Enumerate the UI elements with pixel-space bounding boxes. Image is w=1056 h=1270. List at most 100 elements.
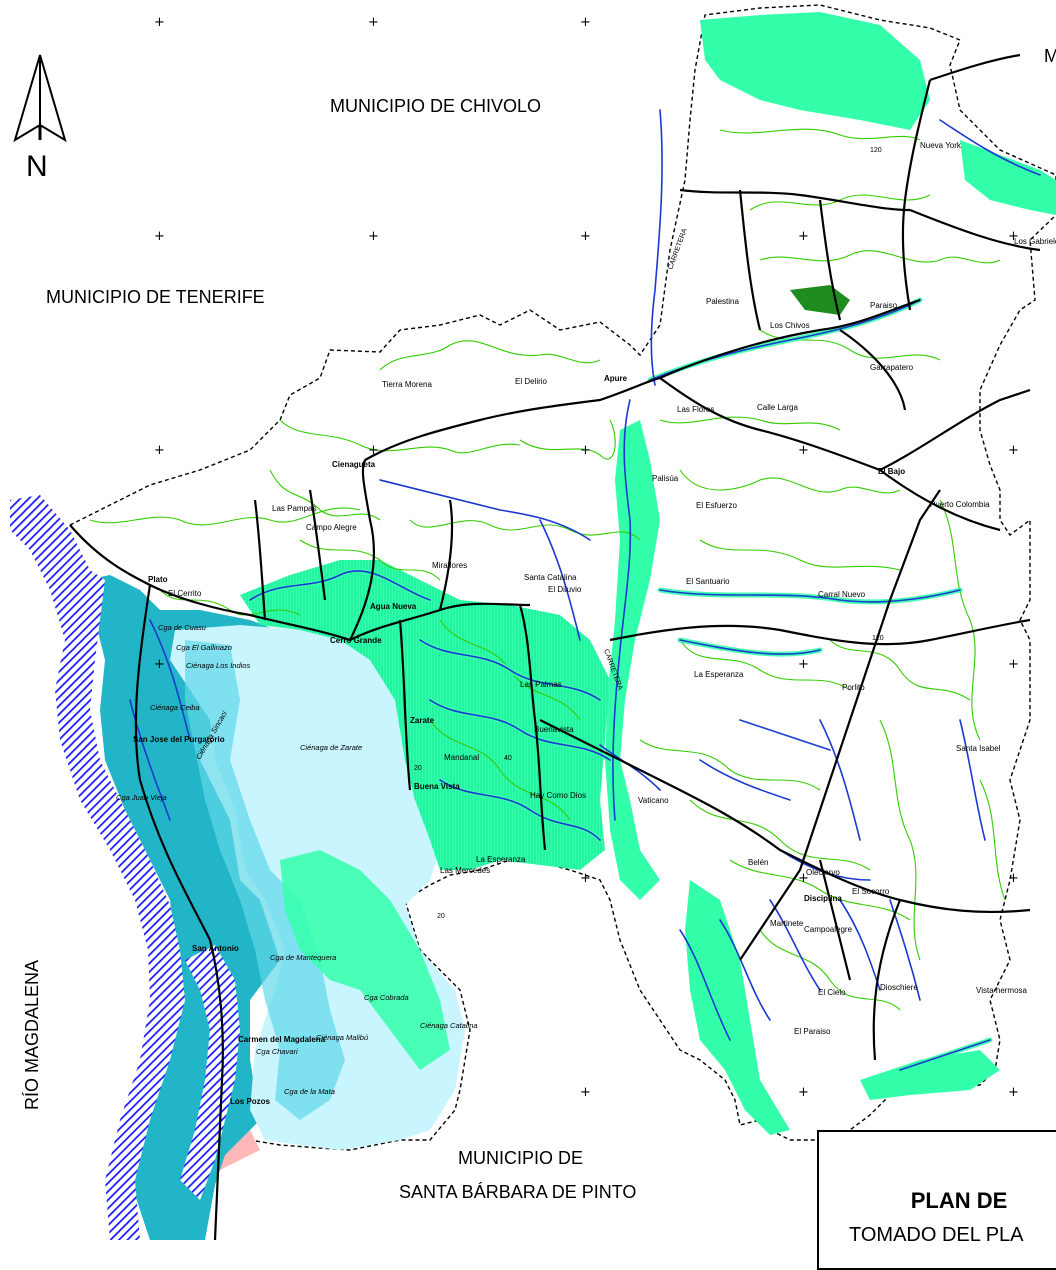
place-label: El Esfuerzo — [696, 501, 737, 510]
town-label: Disciplina — [804, 894, 842, 903]
wetland-dark-patch — [790, 285, 850, 315]
place-label: Garrapatero — [870, 363, 914, 372]
svg-text:+: + — [580, 15, 591, 30]
place-label: Nueva York — [920, 141, 962, 150]
town-labels: Apure Cienagueta El Bajo Plato Cerro Gra… — [133, 374, 905, 1106]
wetland-southeast — [685, 880, 790, 1135]
road-label: 120 — [870, 147, 882, 154]
rio-magdalena-label: RÍO MAGDALENA — [22, 959, 42, 1110]
svg-text:+: + — [368, 229, 379, 244]
place-label: Tierra Morena — [382, 380, 432, 389]
svg-text:+: + — [580, 229, 591, 244]
town-label: Carmen del Magdalena — [238, 1035, 326, 1044]
place-label: El Cerrito — [168, 589, 202, 598]
road-label: 120 — [872, 635, 884, 642]
place-label: Dioschiere — [880, 983, 918, 992]
svg-text:+: + — [1008, 871, 1019, 886]
svg-text:+: + — [798, 1085, 809, 1100]
place-label: Oleciervo — [806, 868, 840, 877]
rio-magdalena-east-branch — [180, 945, 240, 1200]
water-label: Ciénaga Malibú — [316, 1033, 369, 1042]
place-label: Las Palmas — [520, 680, 562, 689]
place-label: El Cielo — [818, 988, 846, 997]
place-label: La Esperanza — [476, 855, 526, 864]
roads — [69, 53, 1041, 1241]
place-label: Carral Nuevo — [818, 590, 866, 599]
water-label: Cga Chavari — [256, 1047, 298, 1056]
town-label: Los Pozos — [230, 1097, 271, 1106]
road-label: 40 — [504, 755, 512, 762]
place-label: El Santuario — [686, 577, 730, 586]
town-label: San Jose del Purgatorio — [133, 735, 225, 744]
place-label: Las Pampas — [272, 504, 316, 513]
place-label: Santa Isabel — [956, 744, 1001, 753]
place-label: Santa Catalina — [524, 573, 577, 582]
svg-text:+: + — [580, 443, 591, 458]
road-label: 20 — [414, 765, 422, 772]
place-label: Las Mercedes — [440, 866, 490, 875]
svg-text:+: + — [154, 443, 165, 458]
svg-text:+: + — [798, 871, 809, 886]
svg-text:+: + — [1008, 229, 1019, 244]
place-label: Las Flores — [677, 405, 714, 414]
svg-text:+: + — [798, 229, 809, 244]
wetland-north — [700, 12, 930, 130]
town-label: Zarate — [410, 716, 435, 725]
rio-magdalena-channel — [10, 495, 185, 1240]
place-label: Puerto Colombia — [930, 500, 990, 509]
municipio-tenerife-label: MUNICIPIO DE TENERIFE — [46, 287, 265, 307]
title-box: PLAN DE TOMADO DEL PLA — [817, 1130, 1056, 1270]
svg-text:+: + — [368, 443, 379, 458]
svg-text:+: + — [1008, 1085, 1019, 1100]
water-label: Ciénaga de Zarate — [300, 743, 362, 752]
title-subtitle: TOMADO DEL PLA — [849, 1224, 1024, 1246]
north-arrow-icon — [13, 54, 67, 143]
wetland-river-east — [605, 420, 660, 900]
water-label: Cga de Mantequera — [270, 953, 336, 962]
place-label: Vista hermosa — [976, 986, 1028, 995]
north-label: N — [26, 150, 48, 183]
water-label: Cga Cobrada — [364, 993, 409, 1002]
wetland-northeast — [960, 140, 1056, 215]
water-label: Ciénaga Catalina — [420, 1021, 478, 1030]
svg-text:+: + — [798, 657, 809, 672]
water-label: Cga El Gallinazo — [176, 643, 232, 652]
place-label: La Esperanza — [694, 670, 744, 679]
place-label: Palestina — [706, 297, 739, 306]
town-label: Cienagueta — [332, 460, 376, 469]
town-label: Plato — [148, 575, 168, 584]
svg-text:+: + — [368, 15, 379, 30]
contour-lines — [89, 128, 1006, 1011]
water-label: Cga Juan Vieja — [116, 793, 167, 802]
wetland-central — [240, 560, 610, 870]
place-label: Los Gabrieles — [1014, 237, 1056, 246]
place-label: Paraiso — [870, 301, 898, 310]
place-label: Belén — [748, 858, 768, 867]
grid-crosses: ++ + ++ ++ + ++ ++ + ++ + ++ + ++ + — [154, 15, 1019, 1100]
place-label: Porlito — [842, 683, 865, 692]
svg-text:+: + — [1008, 443, 1019, 458]
cienaga-channels — [185, 640, 345, 1120]
svg-text:+: + — [154, 15, 165, 30]
svg-text:+: + — [154, 229, 165, 244]
place-label: El Delirio — [515, 377, 548, 386]
svg-text:+: + — [798, 443, 809, 458]
wetland-south — [280, 850, 450, 1070]
place-label: Miraflores — [432, 561, 467, 570]
water-label: Cga de Cuasu — [158, 623, 207, 632]
town-label: Apure — [604, 374, 628, 383]
place-label: Martinete — [770, 919, 804, 928]
town-label: Cerro Grande — [330, 636, 382, 645]
place-label: Campo Alegre — [306, 523, 357, 532]
town-label: San Antonio — [192, 944, 239, 953]
municipio-chivolo-label: MUNICIPIO DE CHIVOLO — [330, 96, 542, 116]
place-labels: Nueva York Los Gabrieles Palestina Los C… — [168, 141, 1056, 1036]
svg-text:+: + — [1008, 657, 1019, 672]
municipio-top-right-label: M — [1044, 46, 1056, 66]
svg-text:+: + — [580, 871, 591, 886]
svg-text:+: + — [154, 657, 165, 672]
place-label: Hay Como Dios — [530, 791, 586, 800]
place-label: El Socorro — [852, 887, 890, 896]
town-label: Buena Vista — [414, 782, 460, 791]
